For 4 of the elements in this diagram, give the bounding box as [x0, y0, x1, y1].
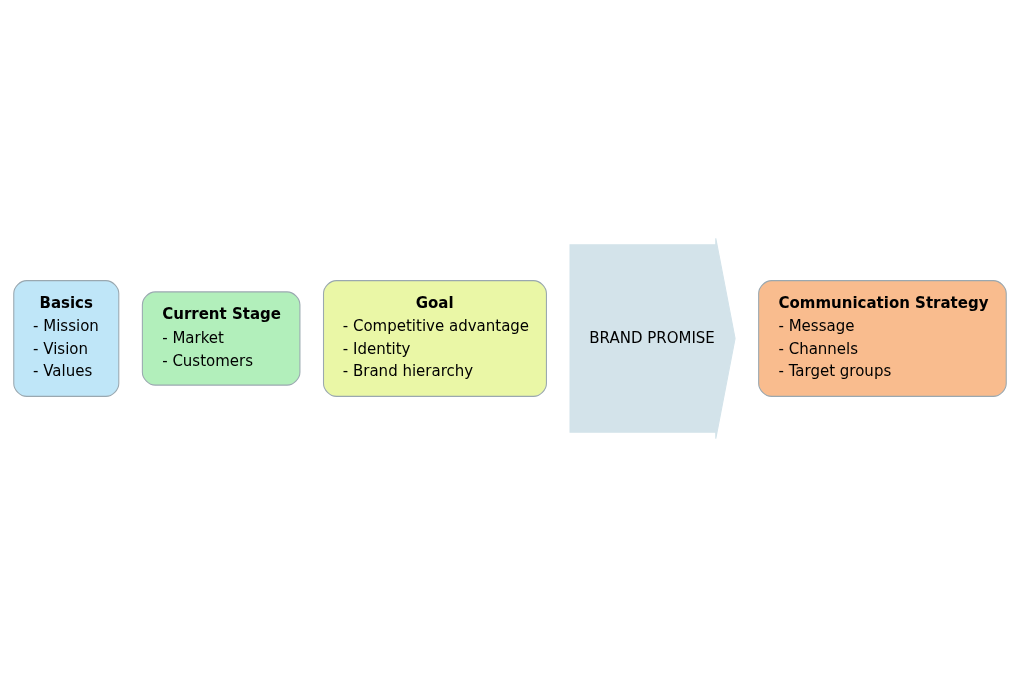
node-box: Basics - Mission - Vision - Values — [12, 280, 119, 397]
node-box: Current Stage - Market - Customers — [141, 291, 300, 386]
node-box: Communication Strategy - Message - Channels - Target groups — [757, 280, 1007, 397]
node-box: Goal - Competitive advantage - Identity - Brand hierarchy — [322, 280, 547, 397]
